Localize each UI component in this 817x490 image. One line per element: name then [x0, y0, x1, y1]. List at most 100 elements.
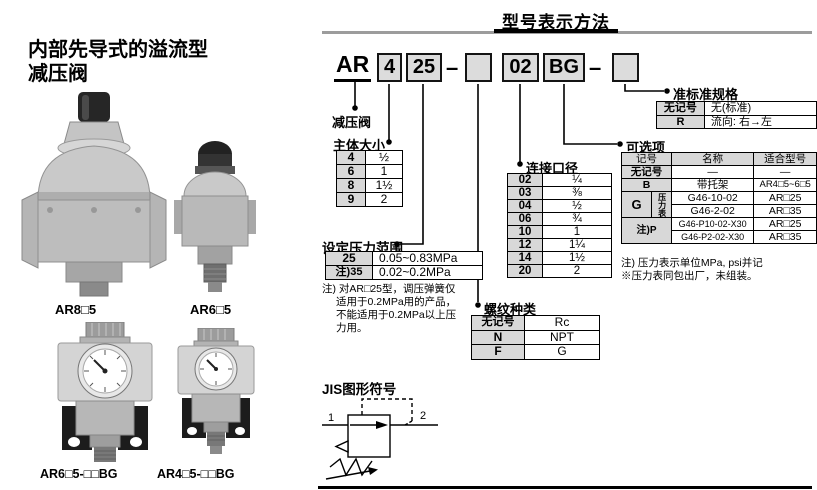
product-photo-ar805: [21, 92, 167, 297]
semi-standard-table: 无记号 无(标准) R 流向: 右→左: [656, 101, 817, 129]
table-row: R 流向: 右→左: [656, 114, 817, 129]
relief-triangle: [334, 439, 349, 454]
name-cell: 带托架: [670, 178, 755, 192]
model-cell: AR□35: [753, 204, 817, 218]
sign-cell: F: [471, 344, 525, 360]
model-cell: AR□25: [753, 191, 817, 205]
table-row: 6 1: [336, 164, 403, 179]
adjust-arrow-line: [325, 470, 371, 480]
note-line: ※压力表同包出厂，未组装。: [621, 270, 758, 282]
note-line: 注) 压力表示单位MPa, psi并记: [621, 257, 763, 269]
model-cell: AR□35: [753, 230, 817, 244]
product-caption-ar605-bbg: AR6□5-□□BG: [40, 467, 118, 481]
table-row: 无记号 — —: [621, 165, 817, 179]
product-caption-ar405-bbg: AR4□5-□□BG: [157, 467, 235, 481]
regulator-body-square: [347, 414, 391, 458]
name-cell: G46-2-02: [670, 204, 755, 218]
pressure-range-table: 25 0.05~0.83MPa 注)35 0.02~0.2MPa: [325, 251, 483, 280]
model-code-box-option: BG: [543, 53, 585, 82]
value-cell: Rc: [524, 315, 600, 331]
sign-cell: N: [471, 329, 525, 345]
sign-cell: G: [620, 191, 653, 218]
sign-cell: 无记号: [471, 315, 525, 331]
header-cell: 名称: [670, 152, 755, 166]
table-row: 无记号 Rc: [471, 315, 600, 331]
pressure-range-note: 注) 对AR□25型，调压弹簧仅 适用于0.2MPa用的产品， 不能适用于0.2…: [322, 283, 456, 335]
model-code-prefix: AR: [334, 51, 372, 82]
value-cell: 1: [542, 225, 612, 239]
value-cell: 2: [365, 192, 403, 207]
model-code-box-semi-standard: [612, 53, 639, 82]
model-code-box-pressure: 25: [406, 53, 442, 82]
value-cell: 1¼: [542, 238, 612, 252]
sign-cell: 4: [336, 150, 366, 165]
product-photo-ar605: [174, 141, 256, 292]
sign-cell: 9: [336, 192, 366, 207]
sign-cell: 20: [507, 264, 543, 278]
body-size-table: 4 ½ 6 1 8 1½ 9 2: [336, 150, 403, 207]
value-cell: 2: [542, 264, 612, 278]
note-line: 注) 对AR□25型，调压弹簧仅: [322, 283, 456, 295]
sign-cell: 12: [507, 238, 543, 252]
bottom-rule: [318, 486, 812, 489]
table-row: N NPT: [471, 329, 600, 345]
page-title-line2: 减压阀: [28, 63, 88, 85]
flow-arrowhead: [376, 421, 388, 429]
note-line: 不能适用于0.2MPa以上压: [336, 309, 457, 321]
sign-cell: 03: [507, 186, 543, 200]
value-cell: ¼: [542, 173, 612, 187]
leader-options: [563, 84, 617, 145]
options-note: 注) 压力表示单位MPa, psi并记 ※压力表同包出厂，未组装。: [621, 257, 763, 283]
sign-cell: 06: [507, 212, 543, 226]
table-row: G46-P2-02-X30 AR□35: [622, 230, 817, 244]
thread-type-table: 无记号 Rc N NPT F G: [471, 315, 600, 360]
table-row: 20 2: [507, 264, 612, 278]
table-row: 9 2: [336, 192, 403, 207]
product-caption-ar805: AR8□5: [55, 302, 97, 317]
jis-port1-label: 1: [328, 412, 334, 424]
sign-cell: 注)P: [621, 217, 672, 244]
adjust-arrowhead: [368, 467, 378, 475]
value-cell: 1: [365, 164, 403, 179]
value-cell: 流向: 右→左: [703, 114, 817, 129]
product-photo-ar405-bg: [177, 328, 255, 454]
model-cell: —: [753, 165, 817, 179]
page-title: 内部先导式的溢流型 减压阀: [28, 38, 208, 86]
table-row: 注)35 0.02~0.2MPa: [325, 265, 483, 280]
table-row: G 压力表 G46-10-02 AR□25: [620, 191, 817, 218]
sign-cell: 14: [507, 251, 543, 265]
table-row: 12 1¼: [507, 238, 612, 252]
value-cell: G: [524, 344, 600, 360]
name-cell: G46-P2-02-X30: [670, 230, 755, 244]
model-code-box-port: 02: [502, 53, 539, 82]
body-size-label: 主体大小: [333, 138, 386, 153]
semi-standard-label: 准标准规格: [673, 87, 739, 102]
name-cell: —: [670, 165, 755, 179]
model-cell: AR4□5~6□5: [753, 178, 817, 192]
value-cell: 无(标准): [703, 101, 817, 116]
table-row: 03 ⅜: [507, 186, 612, 200]
value-cell: ½: [365, 150, 403, 165]
product-photo-ar605-bg: [57, 322, 153, 462]
sign-cell: 无记号: [656, 101, 705, 116]
thread-type-label: 螺纹种类: [484, 302, 537, 317]
table-row: 无记号 无(标准): [656, 101, 817, 116]
port-size-label: 连接口径: [526, 161, 579, 176]
leader-semi-standard: [624, 84, 664, 92]
options-label: 可选项: [626, 140, 666, 155]
jis-symbol-label: JIS图形符号: [322, 382, 397, 397]
table-row: 02 ¼: [507, 173, 612, 187]
sign-cell: 02: [507, 173, 543, 187]
name-cell: G46-P10-02-X30: [670, 217, 755, 231]
table-row: F G: [471, 344, 600, 360]
value-cell: 0.05~0.83MPa: [372, 251, 483, 266]
value-cell: 1½: [542, 251, 612, 265]
note-line: 适用于0.2MPa用的产品，: [336, 296, 457, 308]
table-row: 25 0.05~0.83MPa: [325, 251, 483, 266]
table-row: 14 1½: [507, 251, 612, 265]
sign-cell: 注)35: [325, 265, 373, 280]
pilot-dashed-line: [361, 398, 413, 421]
header-rule-black: [494, 29, 618, 33]
sign-cell: 无记号: [621, 165, 672, 179]
